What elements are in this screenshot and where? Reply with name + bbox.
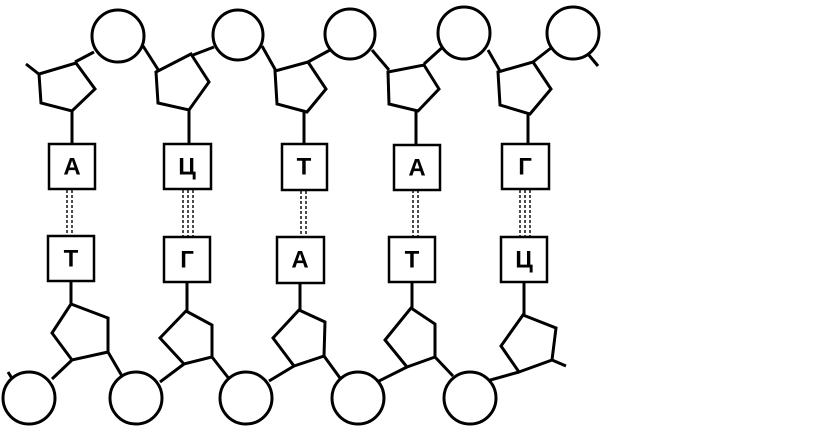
deoxyribose-pentagon [157,309,214,366]
deoxyribose-pentagon [499,313,558,374]
top-backbone-link [486,49,502,72]
base-letter: Г [518,154,532,181]
phosphate-circle [90,8,146,64]
deoxyribose-pentagon [386,63,441,113]
base-box [46,234,96,283]
phosphate-circle [323,7,377,61]
deoxyribose-pentagon [154,52,211,112]
base-letter: Г [180,247,194,274]
deoxyribose-pentagon [383,305,437,369]
top-backbone-link [141,45,161,72]
base-box [275,235,326,285]
top-backbone-link [307,48,331,64]
top-backbone-tail [586,53,600,67]
deoxyribose-pentagon [273,60,328,114]
base-letter: Т [405,247,420,274]
phosphate-circle [1,370,57,426]
top-backbone-link [74,50,95,64]
phosphate-circle [108,370,164,426]
bottom-backbone-link [433,355,455,378]
base-box [162,142,213,191]
phosphate-circle [330,370,386,426]
phosphate-circle [211,8,265,62]
base-box [280,142,329,192]
base-box [47,142,97,191]
bottom-backbone-link [268,364,295,383]
top-backbone-link [532,46,552,64]
bottom-backbone-link [322,355,342,379]
phosphate-circle [442,370,498,426]
base-letter: А [291,247,308,274]
bottom-strand-backbone [1,281,567,426]
top-backbone-link [370,49,391,71]
phosphate-circle [545,5,601,61]
bottom-strand-bases: Т Г А Т Ц [46,234,549,285]
deoxyribose-pentagon [50,302,110,362]
phosphate-circle [218,370,274,426]
top-backbone-link [260,45,278,72]
base-letter: А [408,155,425,182]
bottom-backbone-link [210,356,232,381]
top-backbone-link [192,45,215,57]
base-box [387,235,437,284]
bottom-backbone-link [378,365,408,383]
base-letter: Т [64,246,79,273]
bottom-backbone-link [106,351,124,377]
base-letter: Т [297,154,312,181]
bottom-backbone-link [486,370,520,383]
bottom-backbone-link [50,358,74,381]
deoxyribose-pentagon [271,308,327,368]
deoxyribose-pentagon [37,61,97,113]
bottom-backbone-link [159,362,185,384]
top-strand-backbone [25,5,601,144]
top-strand-bases: А Ц Т А Г [47,142,551,192]
base-letter: А [63,154,80,181]
phosphate-circle [436,5,492,61]
base-letter: Ц [515,247,533,274]
base-box [392,143,442,192]
deoxyribose-pentagon [496,60,553,116]
bottom-backbone-tail [551,358,567,368]
hydrogen-bonds [66,190,531,236]
base-box [500,142,551,191]
base-letter: Ц [178,154,196,181]
